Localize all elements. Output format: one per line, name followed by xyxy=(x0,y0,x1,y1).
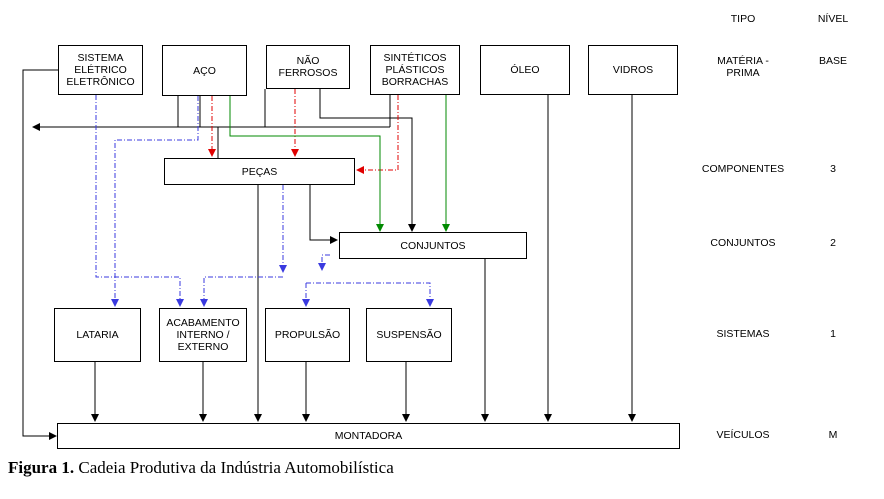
level-nivel-base: BASE xyxy=(818,55,847,67)
level-tipo-materia-prima: MATÉRIA - PRIMA xyxy=(717,55,769,79)
node-pecas: PEÇAS xyxy=(164,158,355,185)
line-bus-acabamento xyxy=(200,276,283,307)
line-pecas-to-conjuntos xyxy=(309,185,338,244)
level-nivel-1: 1 xyxy=(830,328,836,340)
node-sinteticos: SINTÉTICOS PLÁSTICOS BORRACHAS xyxy=(370,45,460,95)
level-nivel-2: 2 xyxy=(830,237,836,249)
node-vidros: VIDROS xyxy=(588,45,678,95)
level-tipo-sistemas: SISTEMAS xyxy=(716,328,770,340)
line-sinteticos-to-pecas-red xyxy=(356,95,399,174)
node-conjuntos: CONJUNTOS xyxy=(339,232,527,259)
line-naoferrosos-to-conjuntos xyxy=(319,89,416,232)
node-montadora: MONTADORA xyxy=(57,423,680,449)
node-propulsao: PROPULSÃO xyxy=(265,308,350,362)
header-nivel: NÍVEL xyxy=(817,13,849,25)
node-oleo: ÓLEO xyxy=(480,45,570,95)
node-aco: AÇO xyxy=(162,45,247,96)
node-nao-ferrosos: NÃO FERROSOS xyxy=(266,45,350,89)
figure-caption: Figura 1. Cadeia Produtiva da Indústria … xyxy=(8,458,394,478)
line-bus-to-suspensao xyxy=(306,282,434,307)
node-suspensao: SUSPENSÃO xyxy=(366,308,452,362)
line-aco-to-conjuntos-green xyxy=(229,96,384,232)
line-eletrico-to-montadora xyxy=(22,69,58,440)
header-tipo: TIPO xyxy=(730,13,756,25)
line-conjuntos-to-sistemas-blue xyxy=(318,254,330,271)
level-tipo-veiculos: VEÍCULOS xyxy=(716,429,770,441)
node-acabamento: ACABAMENTO INTERNO / EXTERNO xyxy=(159,308,247,362)
node-sistema-eletrico: SISTEMA ELÉTRICO ELETRÔNICO xyxy=(58,45,143,95)
caption-label: Figura 1. xyxy=(8,458,75,477)
level-tipo-conjuntos: CONJUNTOS xyxy=(710,237,776,249)
line-eletrico-to-sistemas-blue xyxy=(95,95,184,307)
caption-text: Cadeia Produtiva da Indústria Automobilí… xyxy=(74,458,394,477)
line-aco-to-lataria-blue xyxy=(111,96,199,307)
level-tipo-componentes: COMPONENTES xyxy=(701,163,785,175)
level-nivel-3: 3 xyxy=(830,163,836,175)
node-lataria: LATARIA xyxy=(54,308,141,362)
level-nivel-m: M xyxy=(828,429,838,441)
line-aco-to-pecas xyxy=(199,96,219,158)
